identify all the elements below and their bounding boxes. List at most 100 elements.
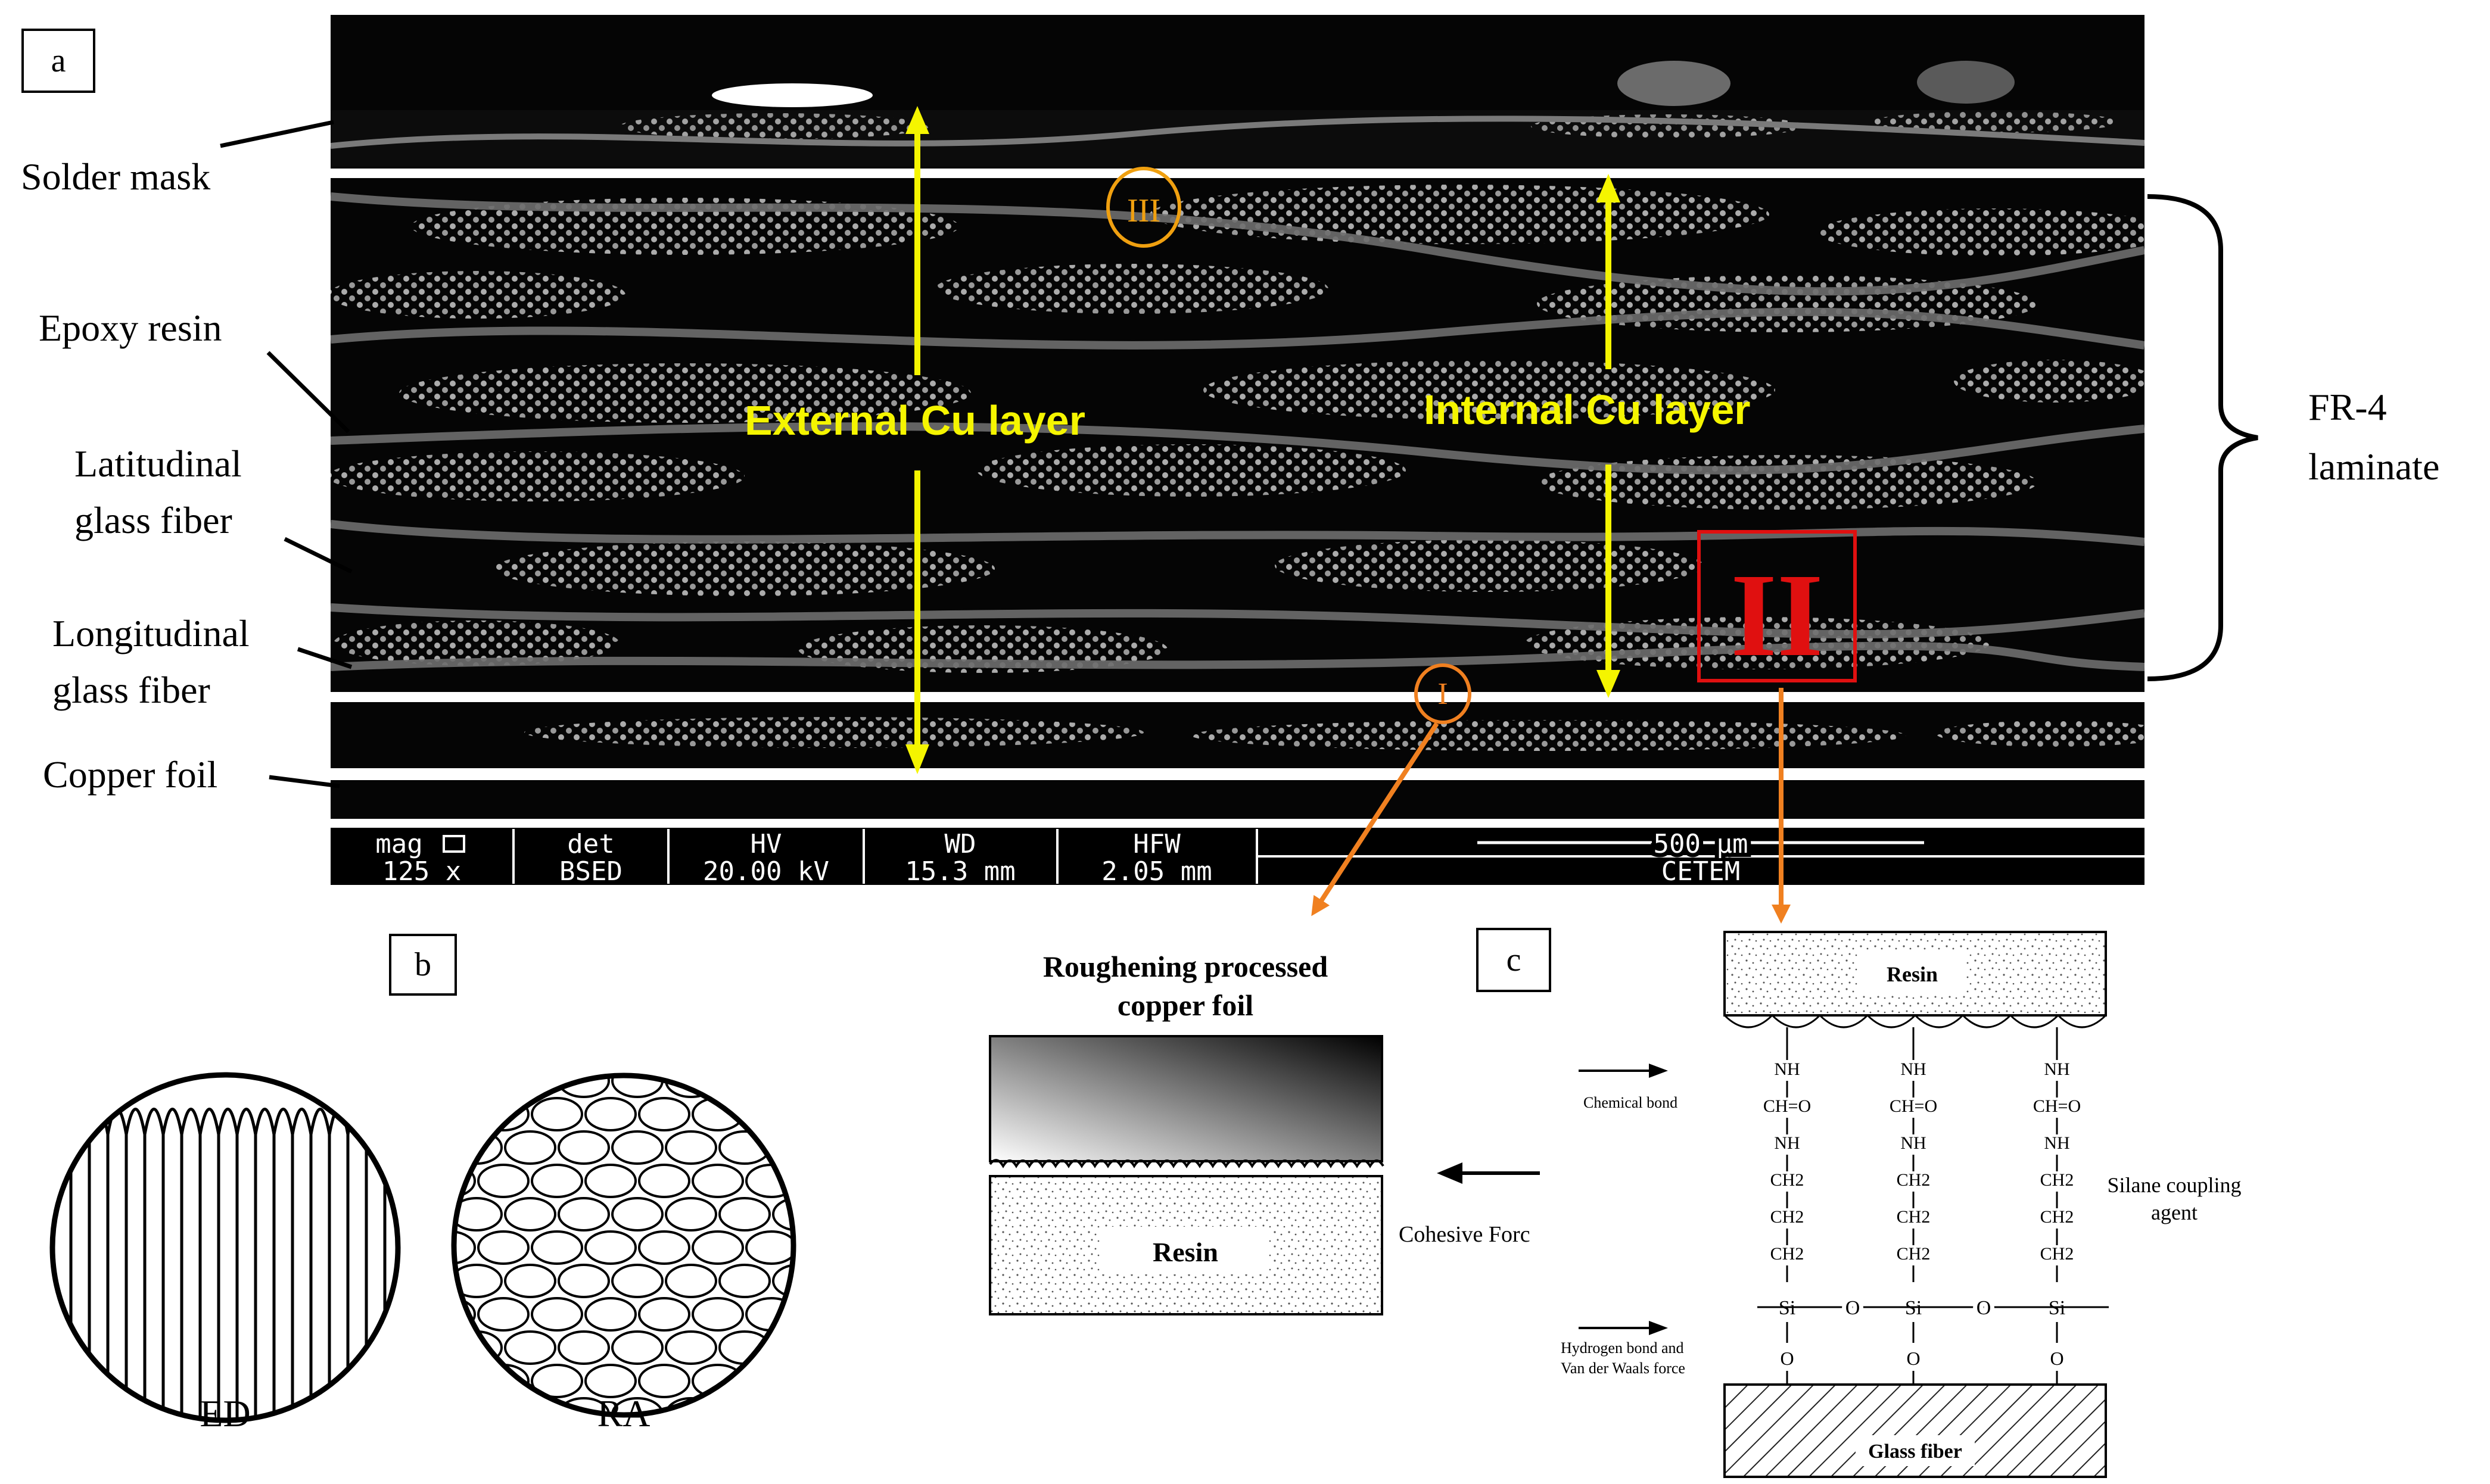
ra-grain	[611, 1330, 664, 1365]
hbond-label-1: Hydrogen bond and	[1561, 1339, 1684, 1357]
external-cu-arrow	[905, 106, 929, 774]
chain-group-label: NH	[2044, 1133, 2069, 1153]
ra-grain	[504, 1397, 556, 1415]
panel-a-label-box	[21, 29, 95, 93]
ra-grain	[477, 1164, 530, 1198]
chain-group-label: CH2	[2040, 1244, 2074, 1264]
ra-grain	[745, 1364, 793, 1398]
chain-group-label: NH	[1900, 1059, 1926, 1079]
chain-group-label: NH	[1900, 1133, 1926, 1153]
ra-grain	[718, 1397, 771, 1415]
roi-2-label: II	[1730, 550, 1823, 681]
ra-grain	[504, 1197, 556, 1232]
panel-b-label: b	[415, 946, 431, 983]
sem-header-det: det	[567, 829, 614, 859]
cohesive-force-label: Cohesive Forc	[1399, 1222, 1530, 1247]
ra-grain	[745, 1230, 793, 1265]
sem-header-hfw: HFW	[1133, 829, 1181, 859]
ed-foil-diagram	[49, 1072, 401, 1423]
label-latitudinal-1: Latitudinal	[74, 442, 242, 485]
ra-grain	[665, 1264, 717, 1298]
ra-grain	[454, 1364, 476, 1398]
chain-group-label: NH	[2044, 1059, 2069, 1079]
ra-grain	[454, 1397, 503, 1415]
ra-grain	[504, 1264, 556, 1298]
ra-grain	[772, 1075, 793, 1098]
sem-scale-text: 500 µm	[1654, 829, 1748, 859]
ra-grain	[638, 1230, 690, 1265]
ra-grain	[558, 1130, 610, 1165]
fr4-bracket	[2147, 194, 2258, 681]
resin-layer-label-bg	[1859, 953, 1966, 994]
sem-databar: mag det HV WD HFW 125 x BSED 20.00 kV 15…	[331, 825, 2144, 887]
roi-1-circle	[1414, 663, 1471, 724]
o-atom: O	[1780, 1348, 1794, 1369]
ra-grain	[665, 1330, 717, 1365]
chain-group-label: CH2	[1897, 1207, 1931, 1227]
label-longitudinal-1: Longitudinal	[52, 612, 250, 654]
ra-grain	[800, 1365, 850, 1397]
silane-label-1: Silane coupling	[2108, 1173, 2242, 1197]
ra-grain	[718, 1075, 771, 1098]
rough-interface	[989, 1159, 1384, 1168]
label-copper-foil: Copper foil	[43, 753, 217, 796]
ra-grain	[454, 1075, 503, 1098]
ra-grain	[611, 1197, 664, 1232]
ra-grain	[584, 1230, 637, 1265]
chain-group-label: CH=O	[1890, 1096, 1937, 1116]
ra-grain	[800, 1098, 850, 1130]
sem-value-mag: 125 x	[382, 856, 461, 887]
label-solder-mask: Solder mask	[21, 155, 210, 198]
ra-grain	[504, 1130, 556, 1165]
external-cu-label: External Cu layer	[745, 397, 1085, 444]
ra-grain	[558, 1264, 610, 1298]
ra-grain	[584, 1364, 637, 1398]
sem-header-wd: WD	[945, 829, 976, 859]
ra-grain	[454, 1264, 503, 1298]
roi-3-label: III	[1127, 192, 1160, 229]
sem-value-hfw: 2.05 mm	[1101, 856, 1212, 887]
resin-interface	[1723, 1014, 2107, 1028]
ra-grain	[692, 1164, 744, 1198]
chain-group-label: CH2	[2040, 1170, 2074, 1190]
ra-grain	[665, 1130, 717, 1165]
copper-title-2: copper foil	[1118, 989, 1253, 1022]
ra-caption: RA	[597, 1392, 650, 1435]
ra-grain	[477, 1230, 530, 1265]
sem-value-hv: 20.00 kV	[703, 856, 829, 887]
ra-grain	[800, 1165, 850, 1197]
ra-grain	[454, 1230, 476, 1265]
hbond-label-2: Van der Waals force	[1561, 1360, 1685, 1377]
ra-grain	[800, 1232, 850, 1264]
chemical-bond-label: Chemical bond	[1583, 1094, 1677, 1111]
sem-value-wd: 15.3 mm	[905, 856, 1015, 887]
leader-lines	[220, 120, 353, 788]
label-latitudinal-2: glass fiber	[74, 499, 232, 541]
chain-group-label: CH=O	[1763, 1096, 1811, 1116]
ra-grain	[558, 1330, 610, 1365]
copper-title-1: Roughening processed	[1043, 950, 1328, 983]
ra-grain	[692, 1297, 744, 1332]
ra-grain	[584, 1097, 637, 1131]
ra-grain	[772, 1264, 793, 1298]
internal-cu-arrow	[1596, 174, 1620, 698]
chain-group-label: NH	[1774, 1059, 1800, 1079]
fr4-label-1: FR-4	[2308, 386, 2387, 428]
panel-b-label-box	[389, 934, 457, 996]
ra-grain	[638, 1364, 690, 1398]
ra-grain	[584, 1164, 637, 1198]
chain-group-label: CH2	[1897, 1244, 1931, 1264]
fr4-label-2: laminate	[2308, 445, 2439, 488]
ra-grain	[454, 1097, 476, 1131]
ra-grain	[558, 1197, 610, 1232]
roi-3-circle	[1106, 167, 1181, 248]
ra-grain	[477, 1297, 530, 1332]
resin-layer-label: Resin	[1887, 962, 1938, 986]
internal-cu-label: Internal Cu layer	[1424, 386, 1751, 433]
ra-grain	[772, 1397, 793, 1415]
silane-chains: NHCH=ONHCH2CH2CH2SiOSiNHCH=ONHCH2CH2CH2S…	[1763, 1027, 2081, 1423]
chain-group-label: CH=O	[2033, 1096, 2081, 1116]
panel-c-label: c	[1507, 941, 1521, 978]
chain-group-label: NH	[1774, 1133, 1800, 1153]
panel-c-label-box	[1476, 928, 1551, 992]
